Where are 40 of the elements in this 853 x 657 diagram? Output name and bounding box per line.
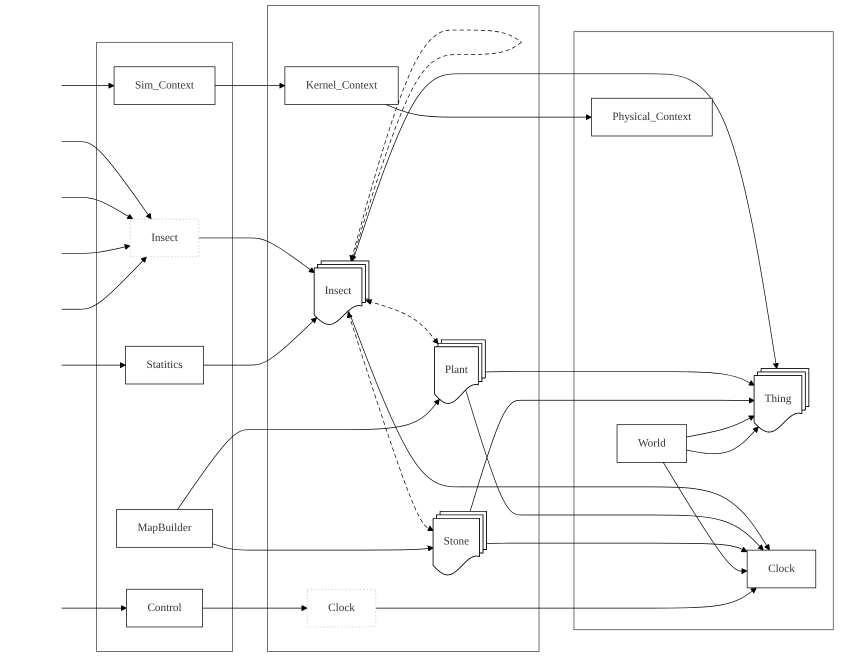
arrow bbox=[366, 299, 438, 344]
arrow bbox=[686, 426, 759, 454]
arrow bbox=[61, 82, 114, 89]
arrow bbox=[203, 317, 318, 366]
arrow bbox=[352, 73, 779, 370]
node-box bbox=[116, 509, 213, 548]
node-box bbox=[591, 98, 713, 136]
arrow bbox=[61, 362, 126, 368]
node-box bbox=[130, 218, 200, 258]
cluster bbox=[574, 31, 834, 630]
node-box bbox=[746, 550, 816, 588]
arrow bbox=[485, 371, 755, 386]
cluster bbox=[267, 5, 540, 652]
arrow bbox=[61, 605, 127, 612]
arrow bbox=[212, 543, 434, 552]
node-box bbox=[125, 346, 204, 384]
arrow bbox=[61, 256, 147, 310]
arrow bbox=[214, 82, 286, 89]
arrow bbox=[466, 390, 764, 550]
arrow bbox=[198, 238, 315, 274]
node-box bbox=[284, 66, 399, 105]
node-box bbox=[306, 588, 376, 628]
arrow bbox=[376, 588, 757, 608]
arrow bbox=[486, 542, 748, 552]
arrow bbox=[662, 462, 748, 574]
arrow bbox=[346, 312, 434, 532]
arrow bbox=[61, 197, 134, 220]
cluster bbox=[96, 42, 233, 652]
arrow bbox=[202, 605, 308, 612]
arrow bbox=[386, 104, 592, 120]
arrow bbox=[177, 398, 440, 510]
arrow bbox=[686, 415, 755, 438]
node-box bbox=[114, 66, 216, 105]
node-box bbox=[126, 588, 203, 628]
arrow bbox=[61, 244, 130, 254]
node-box bbox=[616, 424, 687, 463]
arrow bbox=[348, 310, 770, 550]
arrow bbox=[349, 30, 522, 262]
arrow bbox=[470, 397, 755, 512]
arrow bbox=[61, 141, 152, 220]
